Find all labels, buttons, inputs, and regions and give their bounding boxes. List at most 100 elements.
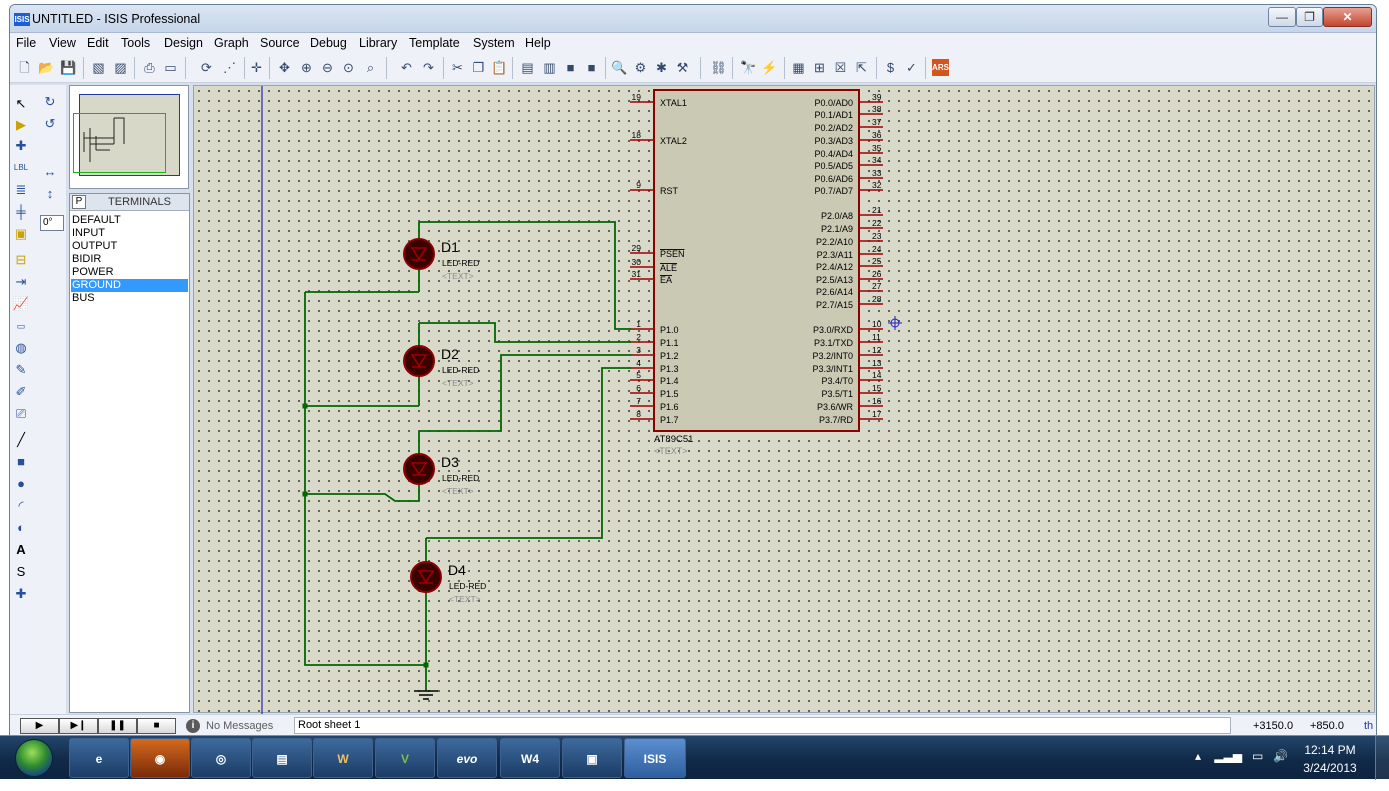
tape-recorder-icon[interactable]: ▭	[16, 321, 26, 331]
subcircuit-icon[interactable]: ▣	[14, 226, 28, 241]
package-tool-icon[interactable]: ✱	[656, 60, 667, 75]
block-move-icon[interactable]: ▥	[543, 60, 556, 75]
keil-uvision-icon[interactable]: V	[375, 738, 435, 778]
wire-label-icon[interactable]: LBL	[13, 163, 29, 172]
graph-mode-icon[interactable]: 📈	[12, 296, 30, 311]
chrome-icon[interactable]: ◎	[191, 738, 251, 778]
new-file-icon[interactable]: 🗋	[19, 60, 30, 75]
ares-netlist-icon[interactable]: ARS	[932, 59, 949, 76]
open-folder-icon[interactable]: 📂	[38, 60, 55, 75]
generator-mode-icon[interactable]: ◍	[15, 340, 27, 355]
picture-viewer-icon[interactable]: ▣	[562, 738, 622, 778]
zoom-area-icon[interactable]: ⌕	[366, 60, 375, 75]
play-button[interactable]: ▶	[20, 718, 59, 734]
overview-window[interactable]	[69, 85, 189, 189]
maximize-button[interactable]: ❐	[1296, 7, 1323, 27]
property-tool-icon[interactable]: ⚡	[761, 60, 778, 75]
text-script-icon[interactable]: ≣	[15, 182, 27, 197]
menu-file[interactable]: File	[16, 36, 37, 50]
terminal-bus[interactable]: BUS	[72, 292, 95, 304]
text-tool-icon[interactable]: A	[16, 542, 26, 557]
terminal-input[interactable]: INPUT	[72, 227, 105, 239]
current-probe-icon[interactable]: ✐	[15, 384, 27, 399]
marker-tool-icon[interactable]: ✚	[15, 586, 27, 601]
pick-device-icon[interactable]: 🔍	[611, 60, 628, 75]
buses-icon[interactable]: ╪	[16, 204, 26, 219]
isis-app-icon[interactable]: ISIS	[14, 13, 30, 26]
redo-icon[interactable]: ↷	[423, 60, 434, 75]
search-tag-icon[interactable]: 🔭	[740, 60, 757, 75]
paste-icon[interactable]: 📋	[491, 60, 508, 75]
minimize-button[interactable]: —	[1268, 7, 1296, 27]
save-icon[interactable]: 💾	[60, 60, 77, 75]
terminal-output[interactable]: OUTPUT	[72, 240, 118, 252]
units-indicator[interactable]: th	[1364, 720, 1374, 732]
pick-devices-button[interactable]: P	[72, 195, 86, 209]
firefox-icon[interactable]: ◉	[130, 738, 190, 778]
overview-visible-area[interactable]	[73, 113, 166, 173]
mirror-y-icon[interactable]: ↕	[46, 186, 54, 201]
selection-mode-icon[interactable]: ↖	[15, 96, 27, 111]
step-button[interactable]: ▶❙	[59, 718, 98, 734]
zoom-out-icon[interactable]: ⊖	[322, 60, 333, 75]
rotate-anticlockwise-icon[interactable]: ↺	[44, 116, 56, 131]
path-tool-icon[interactable]: ◐	[17, 520, 25, 535]
menu-edit[interactable]: Edit	[87, 36, 109, 50]
show-desktop-button[interactable]	[1375, 736, 1389, 780]
wire-autorouter-icon[interactable]: ⛓	[710, 60, 727, 75]
redraw-icon[interactable]: ⟳	[201, 60, 212, 75]
copy-icon[interactable]: ❐	[472, 60, 485, 75]
internet-explorer-icon[interactable]: e	[69, 738, 129, 778]
terminal-power[interactable]: POWER	[72, 266, 114, 278]
zoom-in-icon[interactable]: ⊕	[301, 60, 312, 75]
new-sheet-icon[interactable]: ▦	[792, 60, 805, 75]
menu-graph[interactable]: Graph	[214, 36, 249, 50]
bill-of-materials-icon[interactable]: $	[886, 60, 895, 75]
rotation-angle-field[interactable]: 0°	[40, 215, 64, 231]
system-tray[interactable]: ▴ ▂▃▅ ▭ 🔊	[1195, 749, 1289, 763]
component-mode-icon[interactable]: ▶	[16, 117, 26, 132]
goto-parent-icon[interactable]: ⇱	[856, 60, 867, 75]
cut-icon[interactable]: ✂	[452, 60, 463, 75]
virtual-instruments-icon[interactable]: ⎚	[15, 406, 27, 421]
menu-help[interactable]: Help	[525, 36, 551, 50]
isis-taskbar-icon[interactable]: ISIS	[624, 738, 686, 778]
pause-button[interactable]: ❚❚	[98, 718, 137, 734]
box-tool-icon[interactable]: ■	[17, 454, 25, 469]
print-icon[interactable]: ⎙	[144, 60, 155, 75]
rotate-clockwise-icon[interactable]: ↻	[44, 94, 56, 109]
menu-debug[interactable]: Debug	[310, 36, 347, 50]
voltage-probe-icon[interactable]: ✎	[15, 362, 27, 377]
junction-dot-icon[interactable]: ✚	[15, 138, 27, 153]
clock-time[interactable]: 12:14 PM	[1304, 743, 1356, 757]
remove-sheet-icon[interactable]: ☒	[834, 60, 847, 75]
clock-date[interactable]: 3/24/2013	[1303, 761, 1357, 775]
zoom-all-icon[interactable]: ⊙	[343, 60, 354, 75]
flash-magic-icon[interactable]: W4	[500, 738, 560, 778]
line-tool-icon[interactable]: ╱	[17, 432, 25, 447]
make-device-icon[interactable]: ⚙	[634, 60, 647, 75]
menu-design[interactable]: Design	[164, 36, 203, 50]
menu-template[interactable]: Template	[409, 36, 460, 50]
terminals-mode-icon[interactable]: ⊟	[15, 252, 27, 267]
mirror-x-icon[interactable]: ↔	[43, 164, 57, 179]
menu-library[interactable]: Library	[359, 36, 398, 50]
block-copy-icon[interactable]: ▤	[521, 60, 534, 75]
menu-tools[interactable]: Tools	[121, 36, 151, 50]
start-button[interactable]	[15, 739, 53, 777]
messages-status[interactable]: No Messages	[206, 720, 274, 732]
block-delete-icon[interactable]: ■	[587, 60, 596, 75]
evo-icon[interactable]: evo	[437, 738, 497, 778]
circle-tool-icon[interactable]: ●	[17, 476, 25, 491]
close-button[interactable]: ✕	[1323, 7, 1372, 27]
false-origin-icon[interactable]: ✛	[251, 60, 262, 75]
pan-icon[interactable]: ✥	[279, 60, 290, 75]
decompose-icon[interactable]: ⚒	[676, 60, 689, 75]
device-pins-icon[interactable]: ⇥	[15, 274, 27, 289]
block-rotate-icon[interactable]: ■	[566, 60, 575, 75]
add-sheet-icon[interactable]: ⊞	[814, 60, 825, 75]
grid-icon[interactable]: ⋰	[223, 60, 236, 75]
electrical-rules-icon[interactable]: ✓	[906, 60, 917, 75]
schematic-svg[interactable]: AT89C51<TEXT>19XTAL118XTAL29RST29PSEN30A…	[194, 86, 1376, 714]
